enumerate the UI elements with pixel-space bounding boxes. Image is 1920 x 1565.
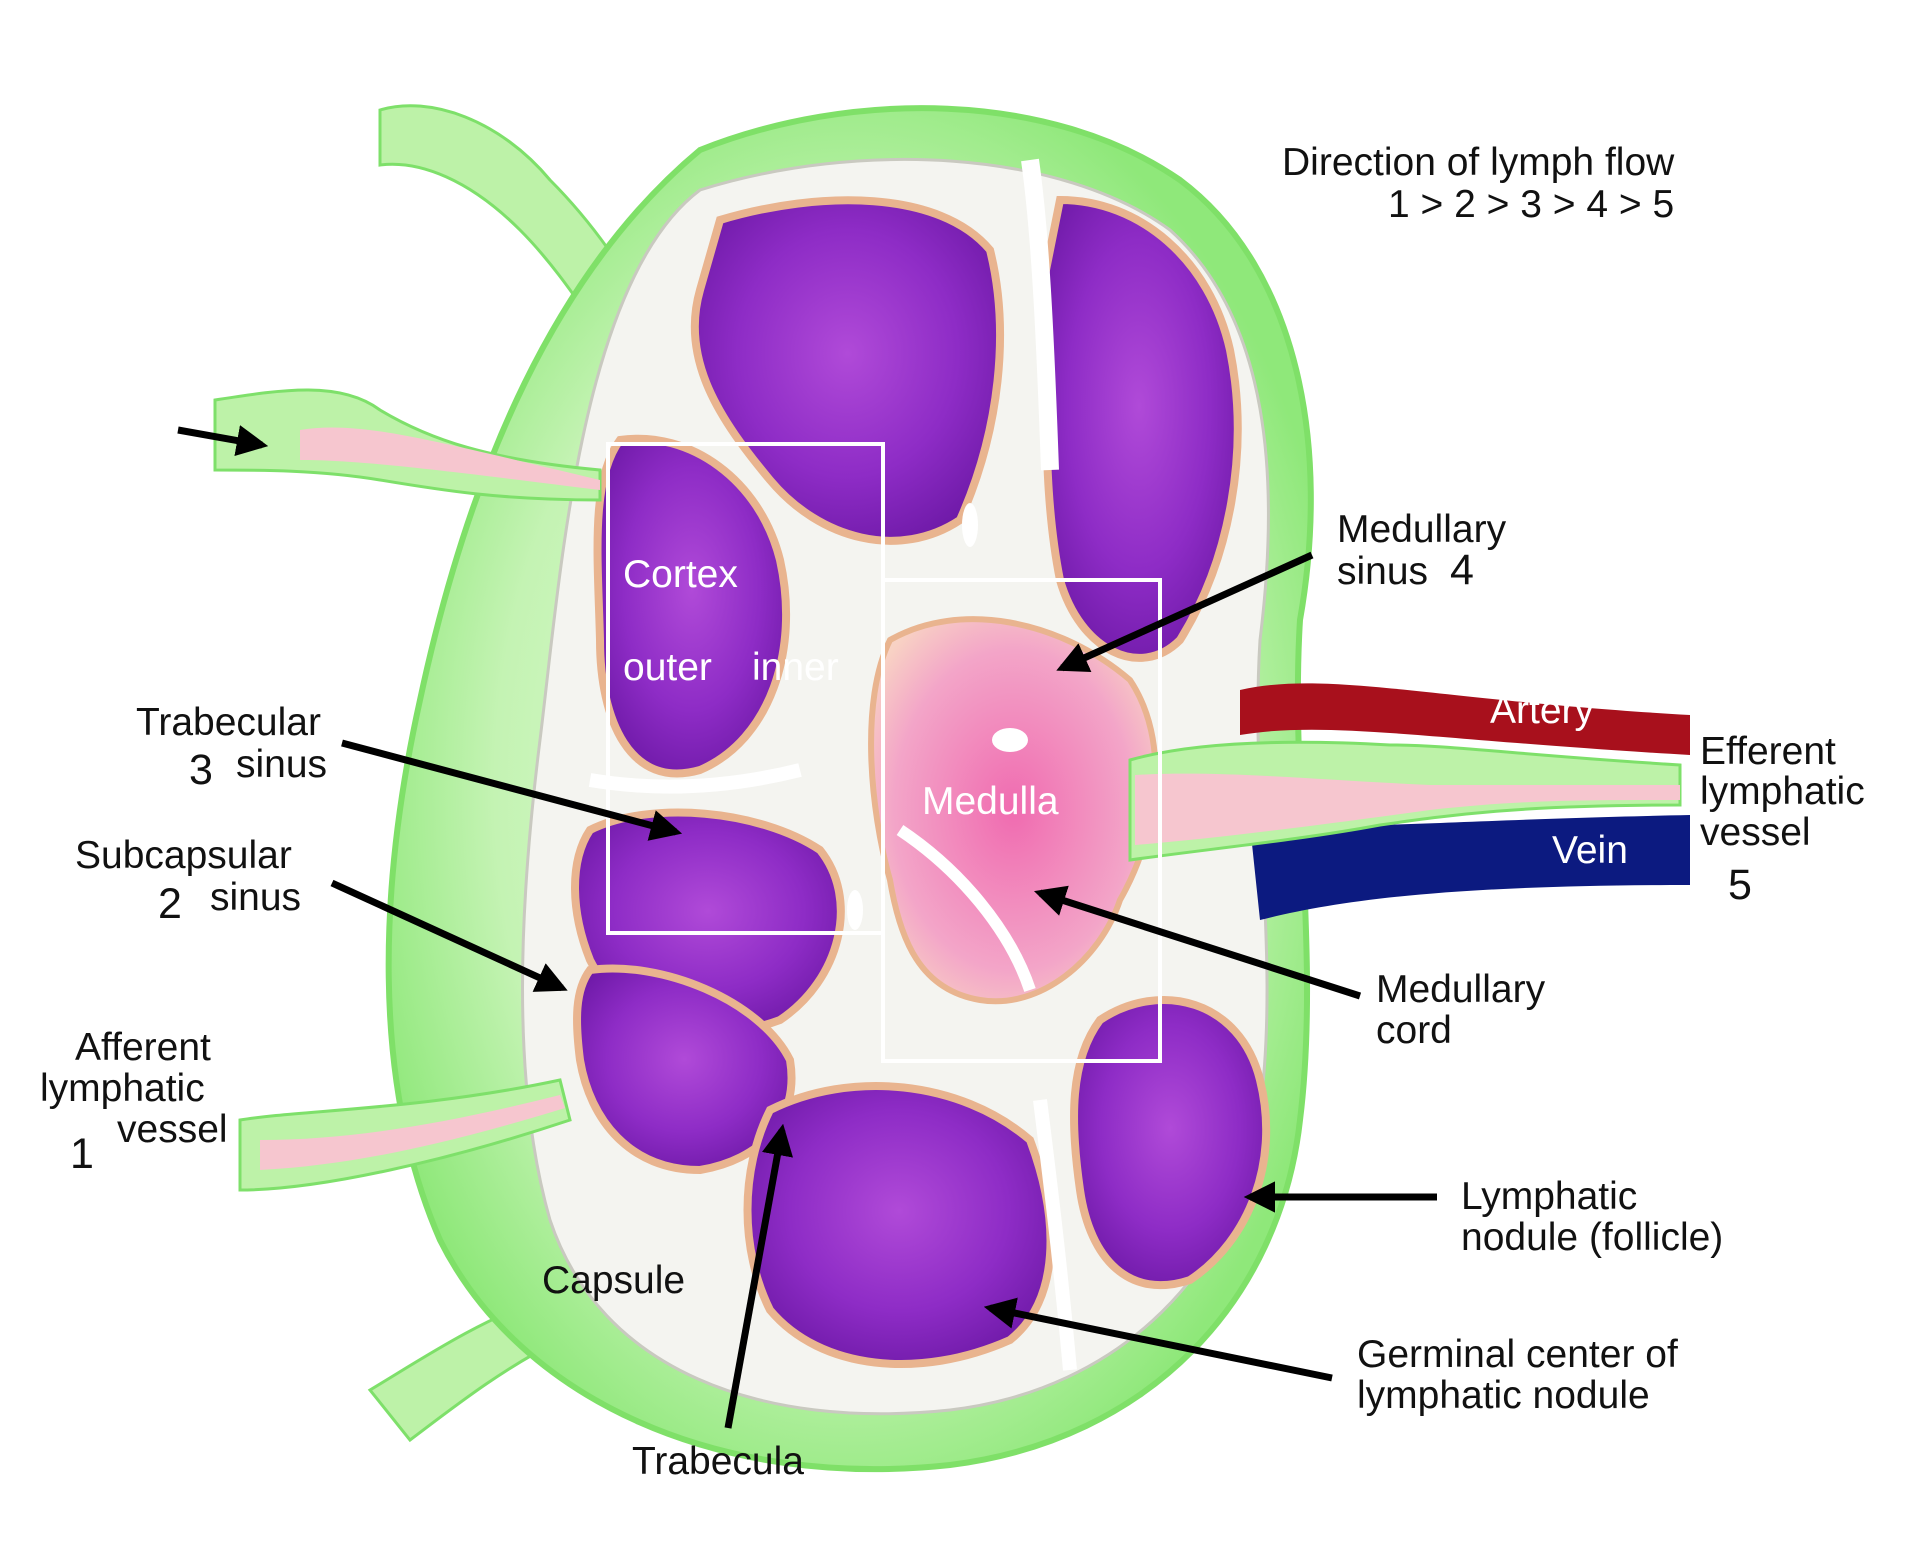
germinal-center-label-1: Germinal center of [1357, 1333, 1678, 1376]
arrow-medullary-cord [1034, 885, 1362, 1000]
efferent-label-1: Efferent [1700, 730, 1836, 773]
medullary-cord-label-1: Medullary [1376, 968, 1546, 1011]
follicle-top-left [690, 196, 1004, 545]
medullary-cord-label-2: cord [1376, 1009, 1452, 1052]
trabecular-sinus-label-1: Trabecular [136, 701, 321, 744]
follicle-lower-left [573, 964, 796, 1175]
cortex-label: Cortex [623, 553, 738, 596]
vein-label: Vein [1552, 829, 1628, 872]
subcapsular-sinus-label-1: Subcapsular [75, 834, 292, 877]
afferent-label-3: vessel [117, 1108, 228, 1151]
medullary-sinus-label-1: Medullary [1337, 508, 1507, 551]
medullary-sinus-label-2: sinus [1337, 550, 1428, 593]
sinus-gap-1 [962, 503, 978, 547]
arrow-trabecula [724, 1123, 794, 1429]
artery [1240, 683, 1690, 755]
afferent-num: 1 [70, 1130, 94, 1178]
arrow-germinal-center [983, 1297, 1333, 1382]
capsule-label: Capsule [542, 1259, 685, 1302]
afferent-lumen-upper [300, 427, 600, 490]
efferent-lumen [1135, 773, 1680, 845]
medulla-label: Medulla [922, 780, 1059, 823]
efferent-label-2: lymphatic [1700, 770, 1865, 813]
trabecula-label: Trabecula [632, 1440, 804, 1483]
trabecula-bottom [1033, 1099, 1077, 1371]
efferent-num: 5 [1728, 861, 1752, 909]
arrow-medullary-sinus [1056, 551, 1314, 672]
arrow-trabecular-sinus [341, 739, 683, 841]
outer-label: outer [623, 646, 712, 689]
subcapsular-sinus-label-2: sinus [210, 876, 301, 919]
trabecula-left [588, 763, 802, 794]
sinus-gap-2 [992, 728, 1028, 752]
afferent-label-1: Afferent [75, 1026, 211, 1069]
subcapsular-sinus-num: 2 [158, 880, 182, 928]
follicle-bottom-right [1070, 996, 1271, 1289]
trabecula-top [1021, 158, 1059, 471]
afferent-lumen-lower [260, 1095, 565, 1170]
trabecular-sinus-num: 3 [189, 746, 213, 794]
trabecula-medulla [896, 825, 1036, 992]
sinus-gap-3 [847, 890, 863, 930]
follicle-bottom [743, 1082, 1055, 1368]
medullary-sinus-num: 4 [1450, 546, 1474, 594]
vein [1250, 815, 1690, 920]
germinal-center-label-2: lymphatic nodule [1357, 1374, 1650, 1417]
artery-label: Artery [1490, 689, 1595, 732]
arrow-subcapsular-sinus [330, 879, 568, 992]
efferent-label-3: vessel [1700, 811, 1811, 854]
follicle-left [593, 434, 790, 778]
lymphatic-nodule-label-2: nodule (follicle) [1461, 1216, 1723, 1259]
inflow-arrow [177, 425, 269, 457]
flow-sequence: 1 > 2 > 3 > 4 > 5 [1388, 183, 1674, 226]
flow-title: Direction of lymph flow [1282, 141, 1675, 184]
trabecular-sinus-label-2: sinus [236, 743, 327, 786]
lymphatic-nodule-label-1: Lymphatic [1461, 1175, 1637, 1218]
medulla-box [881, 578, 1162, 1063]
afferent-label-2: lymphatic [40, 1067, 205, 1110]
inner-label: inner [752, 646, 839, 689]
